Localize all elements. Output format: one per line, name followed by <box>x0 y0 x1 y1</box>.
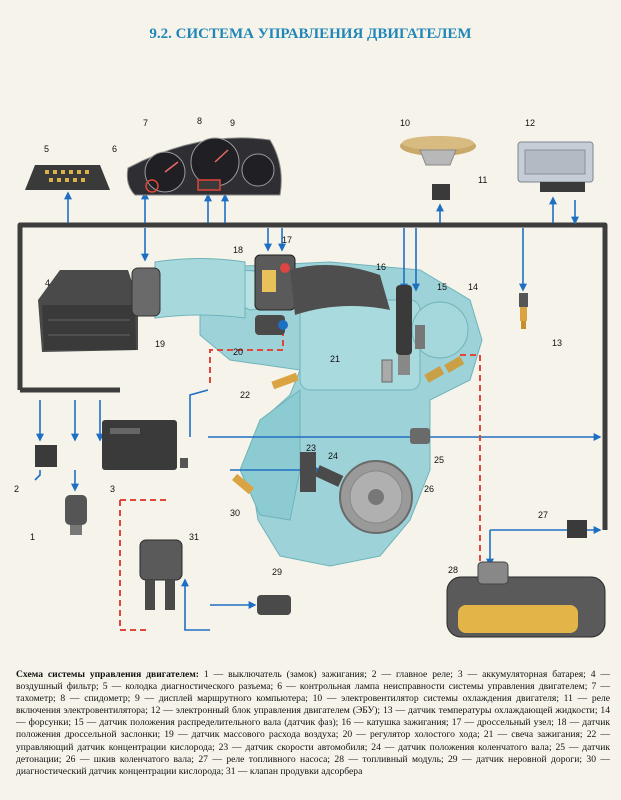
injectors <box>424 356 465 383</box>
callout-4: 4 <box>45 278 50 288</box>
ignition-coil <box>396 285 412 375</box>
callout-13: 13 <box>552 338 562 348</box>
figure-caption: Схема системы управления двигателем: 1 —… <box>16 669 610 778</box>
rough-road-sensor <box>257 595 291 615</box>
caption-lead: Схема системы управления двигателем: <box>16 669 199 680</box>
camshaft-sensor <box>415 325 425 349</box>
instrument-cluster <box>126 137 282 196</box>
intake-manifold <box>290 265 390 315</box>
callout-23: 23 <box>306 443 316 453</box>
callout-31: 31 <box>189 532 199 542</box>
caption-text: 1 — выключатель (замок) зажигания; 2 — г… <box>16 669 613 777</box>
callout-20: 20 <box>233 347 243 357</box>
callout-15: 15 <box>437 282 447 292</box>
callout-26: 26 <box>424 484 434 494</box>
callout-16: 16 <box>376 262 386 272</box>
oxygen-sensor-diagnostic <box>232 473 254 495</box>
intake-duct <box>154 258 246 319</box>
spark-plug <box>381 359 393 383</box>
callout-12: 12 <box>525 118 535 128</box>
callout-3: 3 <box>110 484 115 494</box>
callout-11: 11 <box>478 175 487 185</box>
callout-2: 2 <box>14 484 19 494</box>
wiring-harness <box>17 222 608 530</box>
ecu <box>517 141 594 192</box>
callout-24: 24 <box>328 451 338 461</box>
knock-sensor <box>410 428 430 444</box>
callout-25: 25 <box>434 455 444 465</box>
canister-purge-valve <box>139 539 183 610</box>
callout-28: 28 <box>448 565 458 575</box>
callout-18: 18 <box>233 245 243 255</box>
callout-8: 8 <box>197 116 202 126</box>
engine-control-diagram: 1 2 3 4 5 6 7 8 9 10 11 12 13 14 15 16 1… <box>14 116 608 638</box>
page-title: 9.2. СИСТЕМА УПРАВЛЕНИЯ ДВИГАТЕЛЕМ <box>149 26 472 42</box>
callout-1: 1 <box>30 532 35 542</box>
ignition-switch <box>65 495 87 535</box>
crankshaft-position-sensor <box>314 465 344 487</box>
callout-21: 21 <box>330 354 340 364</box>
fan-relay <box>432 184 450 200</box>
callout-7: 7 <box>143 118 148 128</box>
callout-14: 14 <box>468 282 478 292</box>
fuel-pump-relay <box>567 520 587 538</box>
callout-6: 6 <box>112 144 117 154</box>
fuel-tank-module <box>446 561 606 638</box>
dashed-lines <box>119 330 481 631</box>
vehicle-speed-sensor <box>300 452 316 492</box>
diagnostic-connector <box>25 165 110 190</box>
callout-labels: 1 2 3 4 5 6 7 8 9 10 11 12 13 14 15 16 1… <box>14 116 562 577</box>
crankshaft-pulley <box>339 460 413 534</box>
main-relay <box>35 445 57 467</box>
callout-10: 10 <box>400 118 410 128</box>
callout-19: 19 <box>155 339 165 349</box>
signal-arrows <box>36 191 602 610</box>
oxygen-sensor-control <box>271 372 299 390</box>
callout-9: 9 <box>230 118 235 128</box>
callout-30: 30 <box>230 508 240 518</box>
battery <box>102 420 188 470</box>
callout-27: 27 <box>538 510 548 520</box>
callout-5: 5 <box>44 144 49 154</box>
throttle-body <box>254 254 296 311</box>
coolant-temp-sensor <box>519 293 528 329</box>
mass-air-flow-sensor <box>131 267 161 317</box>
cooling-fan <box>400 136 476 166</box>
air-filter <box>38 270 138 352</box>
callout-29: 29 <box>272 567 282 577</box>
callout-22: 22 <box>240 390 250 400</box>
idle-air-regulator <box>255 315 288 335</box>
callout-17: 17 <box>282 235 292 245</box>
